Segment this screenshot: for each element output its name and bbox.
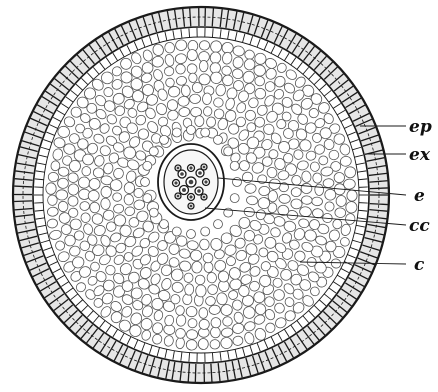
cortex-cell [347,190,357,201]
cortex-cell [189,94,200,104]
cortex-cell [188,318,198,328]
cortex-cell [80,201,90,211]
cortex-cell [68,184,79,196]
cortex-cell [202,93,212,105]
vascular-cell-lumen [204,180,207,183]
cortex-cell [198,338,208,349]
cortex-cell [203,106,212,116]
cortex-cell [311,197,322,206]
cortex-cell [233,178,242,187]
vascular-cell-lumen [197,189,201,193]
cortex-cell [56,190,68,200]
cortex-cell [192,82,202,93]
cortex-cell [301,183,312,194]
cortex-cell [172,227,181,236]
cortex-cell [199,239,209,250]
cortex-cell [224,147,233,156]
labels: ep ex e cc c [409,117,432,275]
label-c: c [414,255,425,275]
cortex-cell [187,126,196,135]
label-e: e [414,186,425,206]
cortex-cell [134,188,144,198]
cortex-cell [199,60,208,72]
cortex-cell [124,194,134,205]
label-ex: ex [409,145,431,165]
cortex-cell [141,178,150,187]
cortex-cell [201,227,210,236]
cortex-cell [186,339,197,350]
cortex-cell [188,73,197,83]
label-cc: cc [409,216,430,236]
vascular-cell-lumen [182,188,186,192]
cortex-cell [199,308,208,319]
vascular-cell-lumen [177,195,180,198]
cortex-cell [149,147,158,156]
vascular-cell-lumen [189,195,192,198]
vascular-cell-lumen [198,171,202,175]
cortex-cell [201,128,210,137]
cortex-cell [187,230,196,239]
vascular-cell-lumen [177,167,180,170]
cortex-cell [88,190,99,201]
cortex-cell [46,183,57,195]
cortex-cell [143,161,152,170]
cortex-cell [199,41,209,51]
vascular-cell-lumen [189,166,192,169]
cortex-cell [291,187,301,196]
vascular-cell-lumen [174,181,177,184]
cortex-cell [258,186,270,196]
cortex-cell [143,194,152,203]
cortex-cell [187,49,198,61]
cortex-cell [149,208,158,217]
cortex-cell [230,194,239,203]
cortex-cell [325,189,336,200]
cortex-cell [192,261,203,273]
cortex-cell [68,196,79,207]
cortex-cell [113,193,122,202]
cortex-cell [325,202,335,212]
cortex-cell [172,128,181,137]
label-ep: ep [409,117,432,137]
cortex-cell [205,296,216,306]
cortex-cell [195,275,205,285]
cortex-cell [210,339,221,349]
vascular-cell-lumen [190,205,193,208]
vascular-cell-lumen [203,166,206,169]
cortex-cell [187,63,197,74]
cortex-cell [214,220,223,229]
cortex-cell [230,161,239,170]
cortex-cell [336,195,347,206]
cortex-cell [160,220,169,229]
cortex-cell [279,194,291,204]
cortex-cell [160,135,169,144]
vascular-cell-lumen [180,172,184,176]
epidermis-cell-wall [370,204,388,205]
cortex-cell [195,116,204,127]
vascular-cell-lumen [189,180,194,185]
cortex-cell [315,184,324,196]
cortex-cell [58,201,68,212]
cortex-cell [101,186,112,198]
cortex-cell [214,135,223,144]
cortex-cell [199,319,209,329]
cortex-cell [186,329,198,339]
vascular-cell-lumen [203,196,206,199]
cortex-cell [301,196,312,205]
cortex-cell [196,285,206,297]
